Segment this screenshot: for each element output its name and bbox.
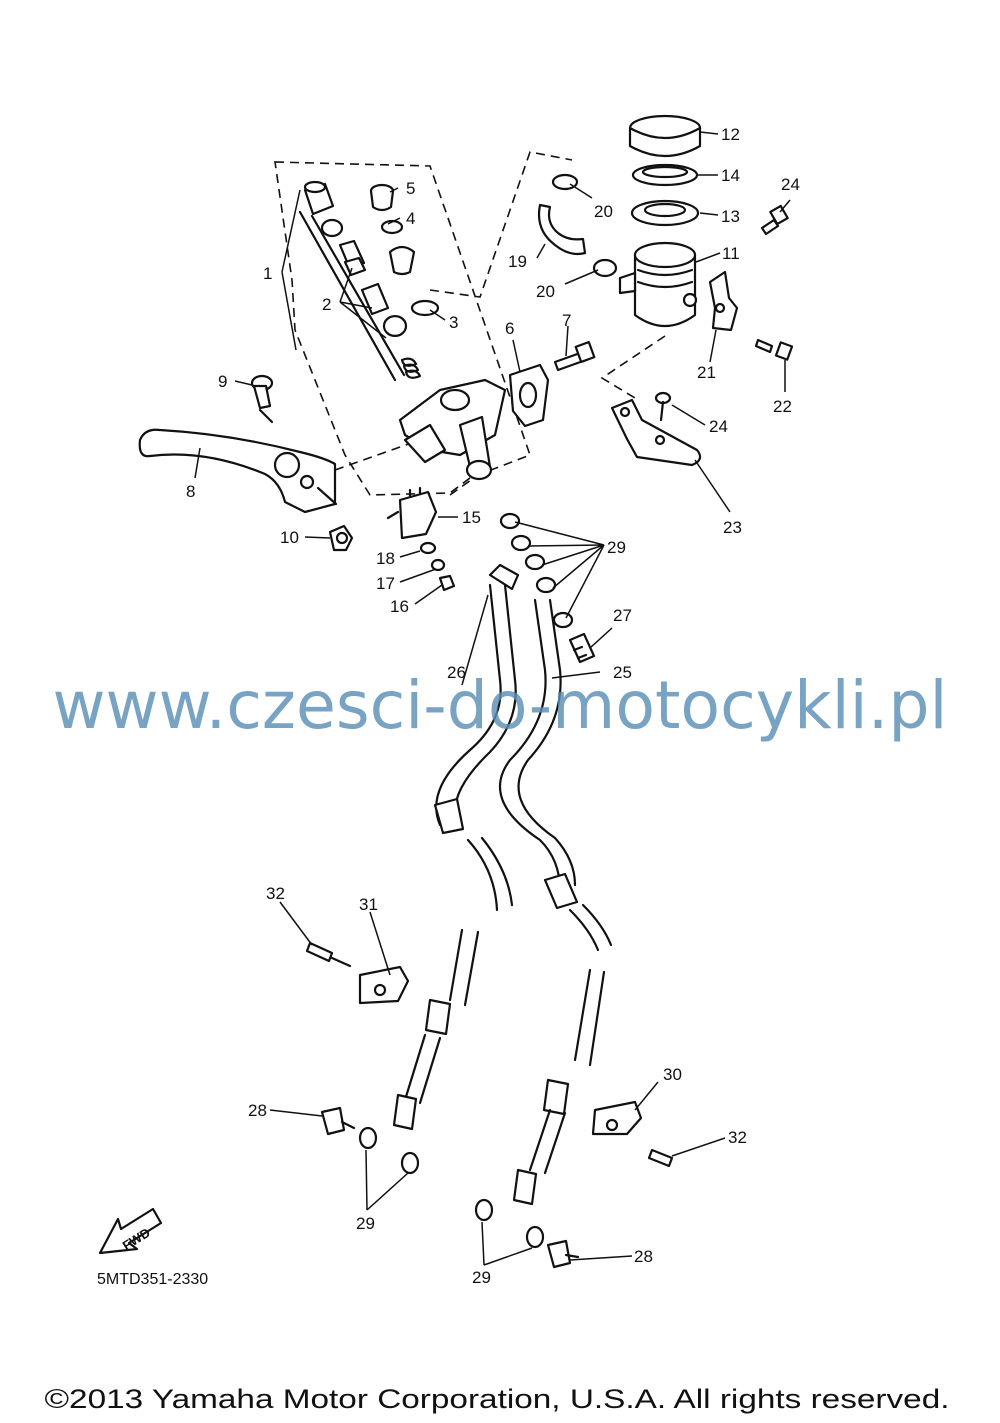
callout-32b: 32 [728,1128,747,1147]
callout-32a: 32 [266,884,285,903]
callout-4: 4 [406,209,415,228]
callout-6: 6 [505,319,514,338]
brake-lever [138,428,338,514]
master-cylinder-body [398,378,507,481]
cover [610,398,702,467]
callout-9: 9 [218,372,227,391]
callout-labels: 1 2 3 4 5 6 7 8 9 10 11 12 13 14 15 16 1… [186,125,800,1287]
callout-14: 14 [721,166,740,185]
hose-clip-lower [592,258,618,278]
callout-5: 5 [406,179,415,198]
holder-bolt [553,340,596,372]
callout-12: 12 [721,125,740,144]
callout-10: 10 [280,528,299,547]
reservoir-tank [618,241,698,327]
callout-3: 3 [449,313,458,332]
brake-switch [386,486,438,540]
callout-18: 18 [376,549,395,568]
callout-8: 8 [186,482,195,501]
pivot-bolt [250,374,274,424]
guide-bolt-left [305,941,352,968]
callout-2: 2 [322,295,331,314]
bracket-bolt-upper [760,204,789,236]
brake-hose-25 [498,598,613,1206]
callout-25: 25 [613,663,632,682]
callout-16: 16 [390,597,409,616]
copyright-notice: ©2013 Yamaha Motor Corporation, U.S.A. A… [45,1384,950,1414]
callout-23: 23 [723,518,742,537]
union-bolt-upper [568,632,596,664]
hose-guide-30 [591,1100,643,1136]
fwd-arrow-icon: FWD [98,1207,163,1255]
cover-bolt [654,391,672,422]
callout-28b: 28 [634,1247,653,1266]
piston-kit [298,180,440,382]
guide-bolt-right [647,1148,674,1168]
callout-24a: 24 [781,175,800,194]
diagram-code: 5MTD351-2330 [97,1271,208,1288]
diaphragm-holder [630,199,700,227]
hose-guide-31 [358,965,410,1005]
callout-27: 27 [613,606,632,625]
callout-31: 31 [359,895,378,914]
reservoir-bracket-line [600,335,666,399]
callout-1: 1 [263,264,272,283]
callout-29b: 29 [356,1214,375,1233]
brake-hose-26 [392,563,520,1131]
callout-17: 17 [376,574,395,593]
leader-lines [194,131,791,1266]
callout-20a: 20 [594,202,613,221]
lever-nut [328,524,354,552]
bracket-bolt-lower [754,338,794,361]
upper-washers [499,512,574,629]
diaphragm [631,163,699,187]
switch-small-parts [419,541,456,592]
union-bolt-lower-right [546,1239,580,1269]
watermark-text: www.czesci-do-motocykli.pl [53,667,948,744]
holder [508,363,550,428]
callout-24b: 24 [709,417,728,436]
reservoir-cap [628,114,702,157]
callout-11: 11 [722,244,740,263]
callout-15: 15 [462,508,481,527]
lower-washers [358,1126,545,1249]
callout-19: 19 [508,252,527,271]
callout-29a: 29 [607,538,626,557]
reservoir-connection-line [429,151,573,298]
union-bolt-lower-left [320,1106,356,1136]
callout-26: 26 [447,663,466,682]
callout-22: 22 [773,397,792,416]
callout-30: 30 [663,1065,682,1084]
reservoir-hose [537,203,587,256]
callout-20b: 20 [536,282,555,301]
callout-28a: 28 [248,1101,267,1120]
callout-7: 7 [562,311,571,330]
reservoir-bracket [708,270,739,332]
callout-29c: 29 [472,1268,491,1287]
callout-13: 13 [721,207,740,226]
callout-21: 21 [697,363,716,382]
